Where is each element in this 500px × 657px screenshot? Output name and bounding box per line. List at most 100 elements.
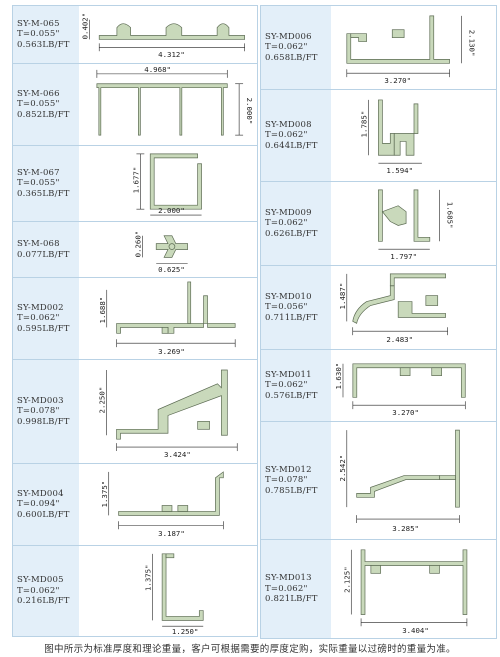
profile-drawing-svg: 1.375" 3.187" xyxy=(100,471,224,538)
profile-label: SY-MD003 T=0.078" 0.998LB/FT xyxy=(13,360,79,463)
profile-thickness: T=0.055" xyxy=(17,29,60,40)
profile-weight: 0.821LB/FT xyxy=(265,594,318,605)
profile-drawing-svg: 1.487" 2.483" xyxy=(338,273,448,344)
profile-drawing-svg: 2.250" 3.424" xyxy=(98,369,238,459)
profile-code: SY-MD003 xyxy=(17,395,64,406)
profile-label: SY-MD002 T=0.062" 0.595LB/FT xyxy=(13,278,79,359)
dim-width-text: 1.250" xyxy=(172,627,198,636)
dim-height-text: 1.375" xyxy=(143,565,152,591)
profile-label: SY-MD008 T=0.062" 0.644LB/FT xyxy=(261,90,331,181)
dim-width-text: 3.269" xyxy=(158,347,185,356)
profile-code: SY-MD008 xyxy=(265,119,312,130)
profile-thickness: T=0.078" xyxy=(265,475,308,486)
profile-drawing-svg: 1.677" 2.000" xyxy=(131,153,202,216)
footnote: 图中所示为标准厚度和理论重量，客户可根据需要的厚度定购，实际重量以过磅时的重量为… xyxy=(44,644,456,655)
dim-height-text: 2.125" xyxy=(342,566,351,593)
profile-thickness: T=0.062" xyxy=(265,42,308,53)
profile-code: SY-MD006 xyxy=(265,31,312,42)
profile-weight: 0.600LB/FT xyxy=(17,509,70,520)
profile-drawing-svg: 1.785" 1.594" xyxy=(360,99,422,175)
profile-weight: 0.711LB/FT xyxy=(265,312,318,323)
profile-drawing-svg: 4.312" 0.402" xyxy=(80,13,245,59)
profile-code: SY-MD004 xyxy=(17,488,64,499)
profile-drawing-svg: 1.688" 3.269" xyxy=(98,281,236,356)
profile-drawing: 2.130" 3.270" xyxy=(331,6,496,89)
profile-code: SY-MD009 xyxy=(265,207,312,218)
profile-thickness: T=0.062" xyxy=(265,218,308,229)
profile-cell-sy-md005: SY-MD005 T=0.062" 0.216LB/FT 1.375" 1.25… xyxy=(12,545,258,637)
profile-label: SY-M-066 T=0.055" 0.852LB/FT xyxy=(13,64,79,145)
profile-cell-sy-m-066: SY-M-066 T=0.055" 0.852LB/FT 4.968" 2.00… xyxy=(12,63,258,145)
profile-cell-sy-md009: SY-MD009 T=0.062" 0.626LB/FT 1.685" 1.79… xyxy=(260,181,497,265)
profile-label: SY-MD006 T=0.062" 0.658LB/FT xyxy=(261,6,331,89)
profile-label: SY-MD004 T=0.094" 0.600LB/FT xyxy=(13,464,79,545)
dim-height-text: 1.630" xyxy=(334,363,343,390)
profile-label: SY-M-067 T=0.055" 0.365LB/FT xyxy=(13,146,79,221)
dim-height-text: 0.402" xyxy=(80,13,89,40)
right-column: SY-MD006 T=0.062" 0.658LB/FT 2.130" 3.27… xyxy=(260,5,497,639)
dim-height-text: 1.375" xyxy=(100,481,109,508)
profile-drawing-svg: 2.130" 3.270" xyxy=(346,15,476,85)
profile-drawing: 1.487" 2.483" xyxy=(331,266,496,349)
dim-height-text: 1.688" xyxy=(98,297,107,324)
profile-drawing: 1.375" 1.250" xyxy=(79,546,257,636)
profile-weight: 0.644LB/FT xyxy=(265,140,318,151)
dim-width-text: 3.424" xyxy=(164,450,191,459)
dim-height-text: 1.677" xyxy=(131,167,140,194)
profile-drawing: 1.375" 3.187" xyxy=(79,464,257,545)
profile-cell-sy-md006: SY-MD006 T=0.062" 0.658LB/FT 2.130" 3.27… xyxy=(260,5,497,89)
profile-drawing-svg: 1.630" 3.270" xyxy=(334,363,466,417)
dim-height-text: 1.685" xyxy=(446,202,455,229)
profile-cell-sy-m-068: SY-M-068 0.077LB/FT 0.260" 0.625" xyxy=(12,221,258,277)
profile-drawing: 4.968" 2.000" xyxy=(79,64,257,145)
profile-code: SY-M-066 xyxy=(17,88,60,99)
profile-drawing: 1.688" 3.269" xyxy=(79,278,257,359)
dim-width-text: 3.187" xyxy=(158,529,185,538)
profile-label: SY-M-065 T=0.055" 0.563LB/FT xyxy=(13,6,79,63)
profile-drawing: 1.677" 2.000" xyxy=(79,146,257,221)
profile-label: SY-MD011 T=0.062" 0.576LB/FT xyxy=(261,350,331,421)
dim-width-text: 1.797" xyxy=(390,252,417,261)
profile-drawing-svg: 0.260" 0.625" xyxy=(134,231,188,274)
profile-weight: 0.785LB/FT xyxy=(265,485,318,496)
profile-code: SY-MD012 xyxy=(265,464,312,475)
profile-code: SY-MD010 xyxy=(265,291,312,302)
profile-thickness: T=0.062" xyxy=(265,583,308,594)
profile-weight: 0.077LB/FT xyxy=(17,249,70,260)
profile-weight: 0.658LB/FT xyxy=(265,52,318,63)
profile-code: SY-M-065 xyxy=(17,18,60,29)
profile-drawing-svg: 1.375" 1.250" xyxy=(143,553,204,636)
dim-height-text: 2.250" xyxy=(98,387,107,414)
profile-thickness: T=0.062" xyxy=(265,380,308,391)
profile-cell-sy-md012: SY-MD012 T=0.078" 0.785LB/FT 2.542" 3.28… xyxy=(260,421,497,539)
profile-drawing: 1.685" 1.797" xyxy=(331,182,496,265)
dim-width-text: 1.594" xyxy=(386,166,413,175)
profile-drawing-svg: 4.968" 2.000" xyxy=(96,65,254,136)
dim-width-text: 3.270" xyxy=(392,408,419,417)
dim-height-text: 1.487" xyxy=(338,283,347,310)
profile-drawing: 2.250" 3.424" xyxy=(79,360,257,463)
profile-code: SY-M-067 xyxy=(17,167,60,178)
profile-label: SY-M-068 0.077LB/FT xyxy=(13,222,79,277)
dim-height-text: 2.542" xyxy=(338,455,347,482)
profile-weight: 0.852LB/FT xyxy=(17,109,70,120)
profile-code: SY-M-068 xyxy=(17,238,60,249)
profile-thickness: T=0.056" xyxy=(265,302,308,313)
dim-height-text: 2.000" xyxy=(245,98,254,125)
profile-thickness: T=0.055" xyxy=(17,178,60,189)
profile-thickness: T=0.062" xyxy=(17,585,60,596)
profile-drawing: 1.785" 1.594" xyxy=(331,90,496,181)
profile-label: SY-MD013 T=0.062" 0.821LB/FT xyxy=(261,540,331,638)
profile-cell-sy-md003: SY-MD003 T=0.078" 0.998LB/FT 2.250" 3.42… xyxy=(12,359,258,463)
profile-drawing-svg: 2.542" 3.285" xyxy=(338,429,460,533)
profile-drawing-svg: 2.125" 3.404" xyxy=(342,549,468,635)
dim-width-text: 2.000" xyxy=(158,206,185,215)
profile-code: SY-MD002 xyxy=(17,302,64,313)
dim-width-text: 3.270" xyxy=(384,76,411,85)
profile-weight: 0.626LB/FT xyxy=(265,228,318,239)
profile-drawing: 1.630" 3.270" xyxy=(331,350,496,421)
profile-code: SY-MD013 xyxy=(265,573,312,584)
profile-weight: 0.563LB/FT xyxy=(17,39,70,50)
left-column: SY-M-065 T=0.055" 0.563LB/FT 4.312" 0.40… xyxy=(12,5,258,637)
profile-drawing: 0.260" 0.625" xyxy=(79,222,257,277)
